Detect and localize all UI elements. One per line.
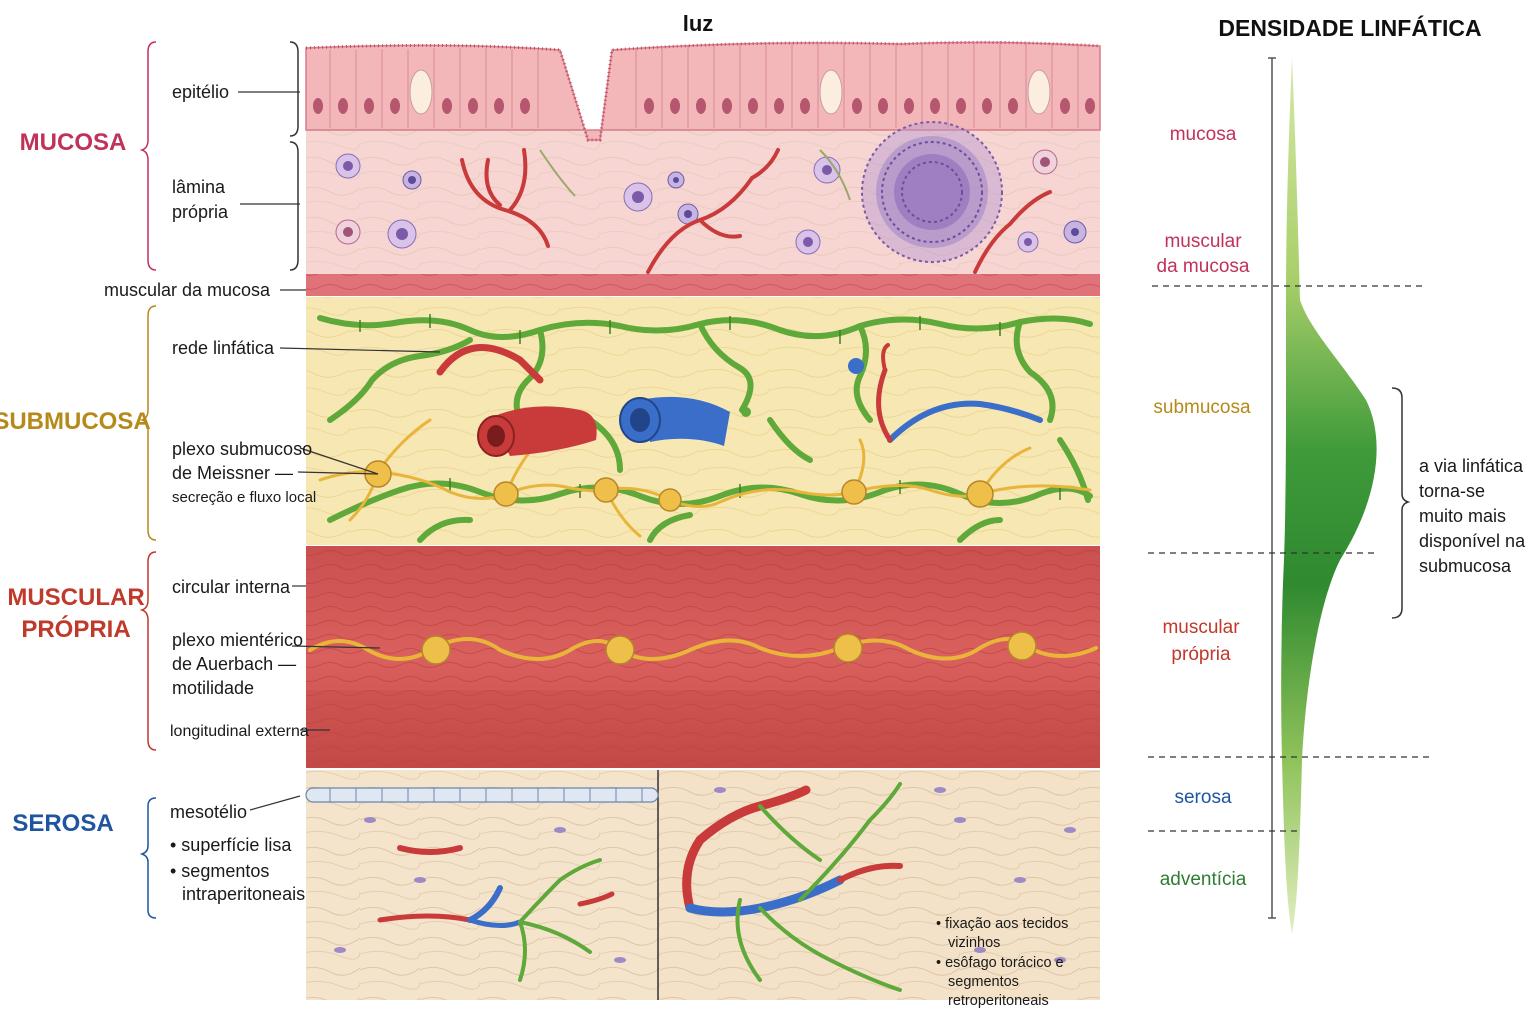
lumen-label: luz: [683, 11, 714, 36]
callout-serosa-b2-1: • segmentos: [170, 861, 269, 881]
callout-adventitia-b2-3: retroperitoneais: [948, 993, 1049, 1009]
density-curve: [1281, 58, 1377, 934]
callout-epithelium: epitélio: [172, 82, 229, 102]
mesothelium-cells: [305, 787, 659, 803]
lymphatic-valves: [359, 314, 1061, 500]
density-note-2: torna-se: [1419, 481, 1485, 501]
submucosal-vein: [619, 343, 1043, 446]
layer-brackets: [139, 41, 299, 919]
callout-muscularis-mucosae: muscular da mucosa: [104, 280, 271, 300]
density-note-1: a via linfática: [1419, 456, 1524, 476]
density-label-mucosa: mucosa: [1170, 124, 1237, 145]
immune-cells: [335, 149, 1087, 255]
epithelial-cells: [329, 41, 1079, 128]
callout-adventitia-b2-2: segmentos: [948, 974, 1019, 990]
goblet-cells: [409, 69, 1051, 115]
callout-meissner-1: plexo submucoso: [172, 439, 312, 459]
density-label-submucosa: submucosa: [1153, 397, 1251, 418]
density-label-mp-2: própria: [1171, 644, 1231, 665]
density-label-mm-2: da mucosa: [1157, 256, 1250, 277]
layer-label-mucosa: MUCOSA: [20, 129, 127, 156]
callout-serosa-b1: • superfície lisa: [170, 835, 292, 855]
callout-adventitia-b2-1: • esôfago torácico e: [936, 955, 1064, 971]
callout-serosa-b2-2: intraperitoneais: [182, 884, 305, 904]
density-label-mm-1: muscular: [1164, 231, 1242, 252]
callout-auerbach-2: de Auerbach —: [172, 654, 296, 674]
callout-mesothelium: mesotélio: [170, 802, 247, 822]
epithelial-nuclei: [313, 98, 1095, 114]
lamina-lymphatics: [539, 149, 851, 201]
callout-lamina-1: lâmina: [172, 177, 226, 197]
callout-lines: [238, 91, 441, 811]
density-label-serosa: serosa: [1174, 787, 1231, 808]
adventitia-cells: [334, 787, 1076, 963]
callout-lamina-2: própria: [172, 202, 229, 222]
lymphoid-follicle: [861, 121, 1003, 263]
callout-circular: circular interna: [172, 577, 291, 597]
muscularis-propria-layer: [306, 546, 1100, 768]
density-label-adventitia: adventícia: [1160, 869, 1247, 890]
layer-label-muscularis-2: PRÓPRIA: [21, 615, 130, 643]
submucosal-artery: [436, 344, 597, 457]
layer-label-submucosa: SUBMUCOSA: [0, 408, 151, 435]
serosa-vessels: [377, 845, 615, 982]
layer-label-serosa: SEROSA: [12, 810, 113, 837]
density-title: DENSIDADE LINFÁTICA: [1218, 14, 1481, 41]
callout-meissner-3: secreção e fluxo local: [172, 489, 316, 506]
callout-longitudinal: longitudinal externa: [170, 723, 309, 740]
callout-meissner-2: de Meissner —: [172, 463, 293, 483]
serosa-layer: [305, 770, 1100, 1000]
callout-auerbach-3: motilidade: [172, 678, 254, 698]
callout-adventitia-b1-1: • fixação aos tecidos: [936, 916, 1068, 932]
density-note-3: muito mais: [1419, 506, 1506, 526]
mucosa-layer: [305, 40, 1101, 296]
density-note-4: disponível na: [1419, 531, 1526, 551]
meissner-ganglia: [364, 460, 994, 512]
auerbach-ganglia: [421, 631, 1037, 665]
submucosa-bracket: [1391, 387, 1411, 619]
callout-lymph-network: rede linfática: [172, 338, 275, 358]
callout-adventitia-b1-2: vizinhos: [948, 935, 1000, 951]
density-panel: [1148, 57, 1434, 934]
density-note-5: submucosa: [1419, 556, 1512, 576]
lamina-capillaries: [460, 148, 1052, 274]
submucosa-layer: [306, 297, 1100, 545]
callout-auerbach-1: plexo mientérico: [172, 630, 303, 650]
density-label-mp-1: muscular: [1162, 617, 1240, 638]
layer-label-muscularis-1: MUSCULAR: [7, 584, 144, 611]
adventitia-vessels: [682, 782, 903, 992]
